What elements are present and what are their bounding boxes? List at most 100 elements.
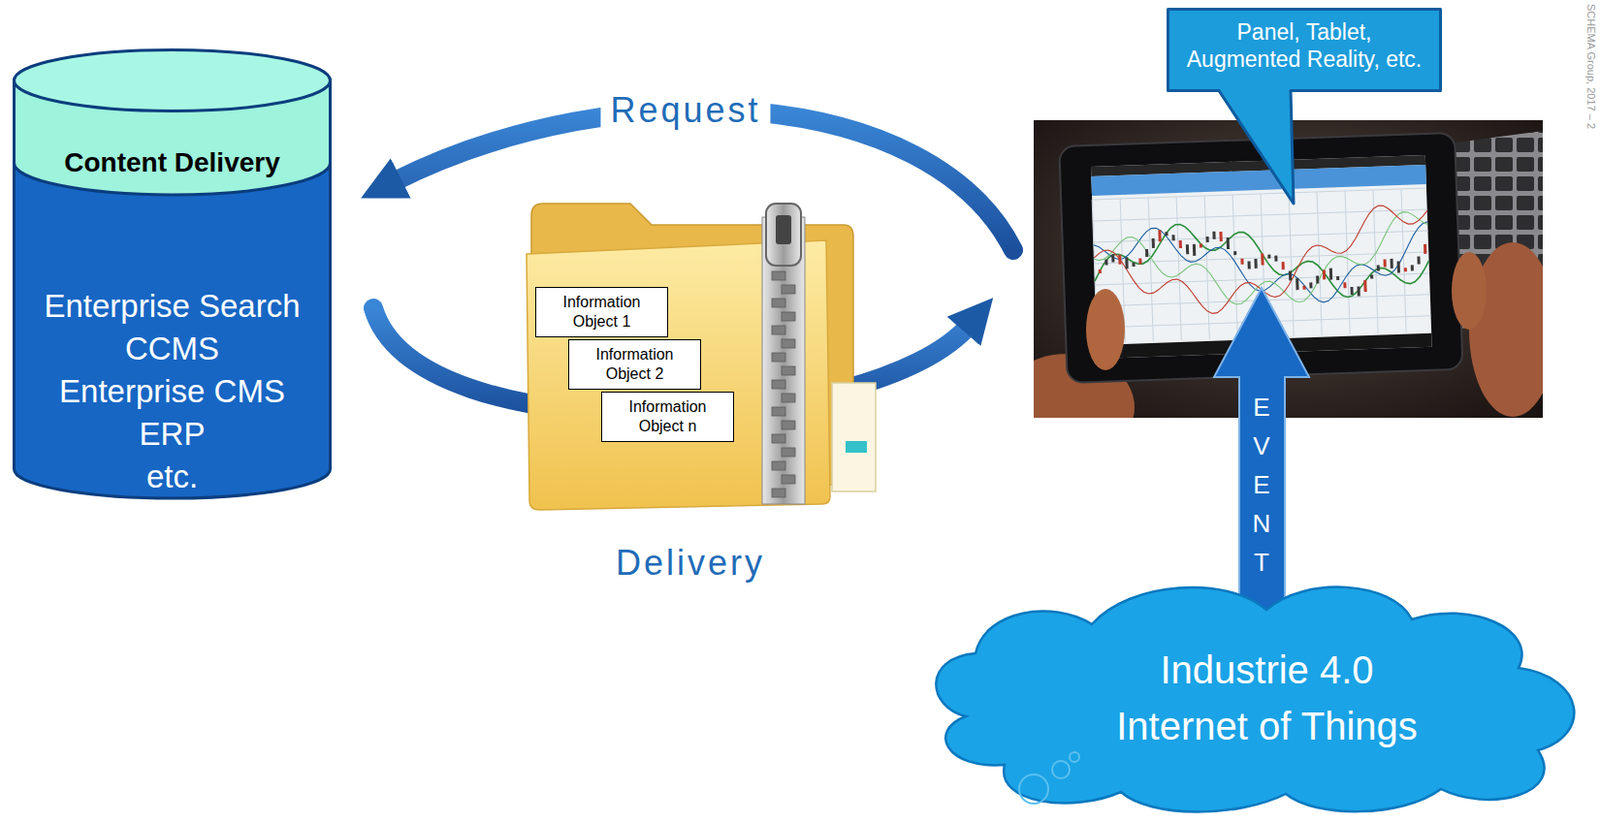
object-label: Information Object 2	[576, 345, 693, 384]
candle	[1179, 240, 1183, 249]
candle	[1145, 249, 1149, 257]
candle	[1363, 280, 1367, 292]
candle	[1248, 260, 1251, 269]
system-name: etc.	[12, 455, 332, 499]
event-arrow	[1214, 288, 1310, 621]
candle	[1267, 255, 1271, 259]
zipper-tooth	[771, 488, 786, 498]
system-name: ERP	[12, 413, 332, 456]
callout-bubble: Panel, Tablet, Augmented Reality, etc.	[1166, 7, 1442, 93]
paper-mark	[845, 441, 867, 453]
folder-paper	[832, 383, 876, 492]
candle	[1226, 237, 1230, 250]
grid-line	[1093, 230, 1429, 243]
zipper-tooth	[781, 393, 796, 403]
grid-line	[1092, 209, 1428, 222]
zipper-teeth	[771, 271, 796, 498]
system-name: Enterprise CMS	[12, 370, 332, 414]
candle	[1206, 236, 1210, 243]
zipper-tooth	[771, 325, 786, 335]
candle	[1302, 286, 1306, 290]
candle	[1295, 278, 1299, 290]
arrow-label: Request	[600, 90, 770, 131]
grid-line	[1091, 188, 1427, 200]
candle	[1410, 264, 1414, 271]
candle	[1281, 261, 1285, 270]
candle	[1416, 256, 1420, 264]
candle	[1404, 267, 1408, 272]
candle	[1390, 258, 1394, 269]
callout-shape	[1168, 9, 1441, 205]
candle	[1152, 238, 1155, 249]
information-object: Information Object 1	[535, 287, 669, 338]
candle	[1240, 258, 1244, 265]
zipper-tooth	[781, 475, 796, 484]
candle	[1185, 244, 1189, 255]
candle	[1423, 244, 1427, 255]
zipper-tooth	[781, 285, 796, 294]
zipper-tooth	[781, 312, 796, 321]
cloud-bubble	[1069, 752, 1080, 763]
cloud-body	[935, 587, 1574, 813]
zipper-tooth	[781, 420, 796, 430]
zipper-tooth	[771, 407, 786, 416]
zip-folder	[526, 203, 876, 511]
candle	[1336, 276, 1340, 281]
cloud-bubble	[1052, 761, 1070, 779]
zipper-tooth	[771, 380, 786, 389]
candle	[1131, 262, 1135, 267]
candle	[1124, 256, 1128, 269]
zipper-tooth	[771, 298, 786, 308]
object-label: Information Object 1	[544, 292, 660, 332]
candle	[1370, 274, 1374, 279]
right-thumb	[1451, 252, 1487, 330]
left-thumb	[1086, 288, 1125, 371]
candle	[1172, 234, 1176, 241]
cloud-text: Industrie 4.0 Internet of Things	[1112, 641, 1423, 755]
cloud-bubble	[1019, 774, 1049, 804]
system-name: CCMS	[12, 327, 332, 371]
zipper-tooth	[781, 339, 796, 349]
candle	[1260, 253, 1264, 265]
cloud-text-holder: Industrie 4.0 Internet of Things	[1112, 641, 1423, 755]
candle	[1397, 261, 1401, 274]
information-object: Information Object n	[601, 391, 735, 443]
candle	[1218, 231, 1222, 242]
zipper-slot	[775, 215, 792, 245]
object-label: Information Object n	[609, 397, 726, 437]
information-object: Information Object 2	[568, 339, 702, 390]
event-label: EVENT	[1248, 387, 1275, 582]
zipper-tooth	[781, 366, 796, 376]
cloud-shape: Industrie 4.0 Internet of Things	[907, 571, 1592, 817]
candle	[1157, 229, 1161, 242]
system-name: Enterprise Search	[12, 285, 332, 328]
candle	[1111, 254, 1115, 262]
database-cylinder: Content DeliveryEnterprise SearchCCMSEnt…	[12, 48, 332, 501]
zipper-tooth	[771, 434, 786, 444]
zipper-tooth	[771, 271, 786, 281]
copyright-watermark: SCHEMA Group, 2017 – 2	[1585, 3, 1598, 129]
candle	[1288, 270, 1292, 281]
candle	[1356, 286, 1360, 296]
candle	[1274, 256, 1278, 262]
candle	[1322, 269, 1326, 280]
candle	[1349, 287, 1353, 295]
candle	[1192, 244, 1196, 256]
cylinder-top	[14, 50, 331, 112]
candle	[1253, 258, 1257, 269]
candle	[1164, 231, 1168, 236]
zipper-tooth	[771, 352, 786, 362]
candle	[1233, 251, 1237, 256]
candle	[1329, 268, 1333, 281]
candle	[1383, 258, 1387, 267]
candle	[1309, 282, 1312, 288]
tool-bar	[1090, 164, 1426, 196]
zipper-tooth	[771, 461, 786, 471]
candle	[1098, 269, 1102, 274]
cylinder-heading: Content Delivery	[12, 143, 332, 183]
candle	[1138, 257, 1142, 264]
arrow-label: Delivery	[606, 543, 775, 584]
candle	[1104, 258, 1108, 265]
